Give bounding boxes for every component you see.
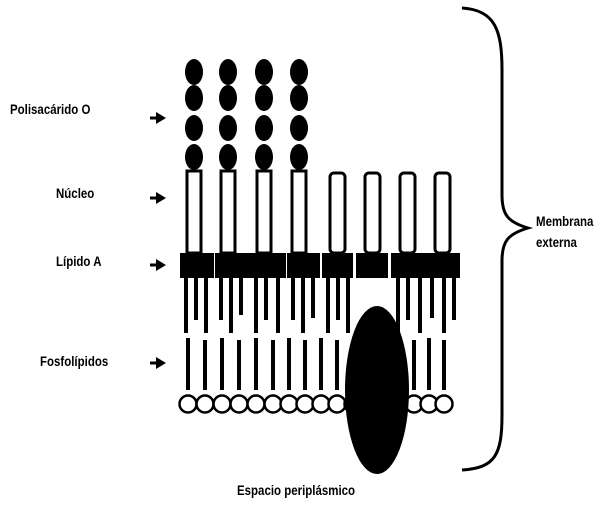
label-espacio-periplasmico: Espacio periplásmico <box>237 481 355 499</box>
label-lipido-a: Lípido A <box>56 252 101 270</box>
label-membrana: Membrana <box>536 212 593 230</box>
label-externa: externa <box>536 233 577 251</box>
arrow-lipido-a <box>150 259 166 271</box>
lipid-a-tails <box>186 278 454 333</box>
membrane-protein <box>345 306 409 474</box>
polysaccharide-o-chains <box>185 59 308 170</box>
polysaccharide-chain <box>290 59 308 170</box>
label-polisacarido-o: Polisacárido O <box>10 100 90 118</box>
membrane-brace <box>462 8 528 470</box>
arrow-fosfolipidos <box>150 357 166 369</box>
polysaccharide-chain <box>219 59 237 170</box>
lipid-a-blocks <box>180 253 460 278</box>
label-fosfolipidos: Fosfolípidos <box>40 352 108 370</box>
polysaccharide-chain <box>185 59 203 170</box>
label-arrows <box>150 112 166 369</box>
label-nucleo: Núcleo <box>56 184 94 202</box>
core-oligosaccharides <box>187 171 450 253</box>
arrow-polisacarido <box>150 112 166 124</box>
phospholipid-heads <box>180 396 453 413</box>
arrow-nucleo <box>150 192 166 204</box>
polysaccharide-chain <box>255 59 273 170</box>
